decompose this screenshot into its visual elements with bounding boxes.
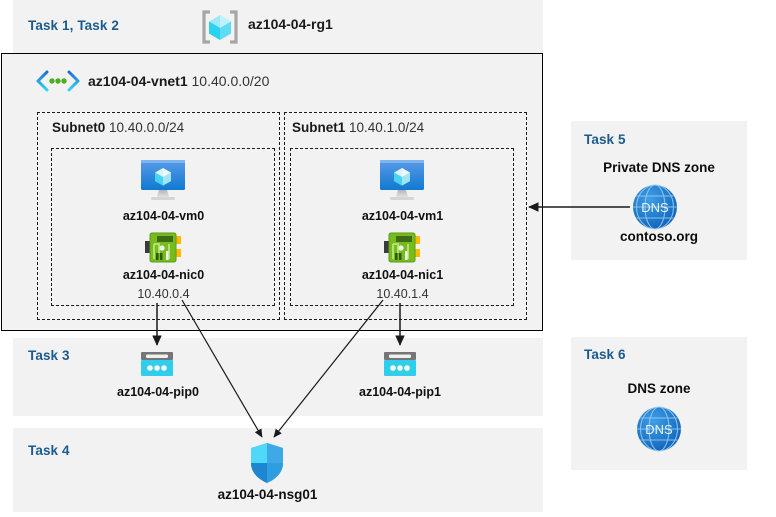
public-ip-address-icon [139, 350, 175, 380]
resource-group-name: az104-04-rg1 [248, 16, 333, 32]
virtual-network-icon [35, 69, 81, 93]
task-label-rg: Task 1, Task 2 [28, 18, 119, 33]
pip1-label: az104-04-pip1 [359, 385, 441, 399]
nic0-ip: 10.40.0.4 [137, 287, 190, 301]
network-interface-icon [384, 231, 422, 265]
vnet-inner-bg [13, 55, 541, 329]
virtual-machine-icon [136, 157, 190, 203]
nsg-label: az104-04-nsg01 [217, 487, 318, 502]
virtual-machine-icon [375, 157, 429, 203]
subnet1-container [284, 112, 527, 320]
nic0-label: az104-04-nic0 [122, 268, 205, 282]
vm1-label: az104-04-vm1 [361, 209, 444, 223]
subnet0-name: Subnet0 [52, 120, 106, 135]
subnet1-name: Subnet1 [292, 120, 346, 135]
task-label-private-dns: Task 5 [584, 132, 626, 147]
subnet1-header: Subnet1 10.40.1.0/24 [292, 120, 424, 135]
resource-group-icon [199, 8, 241, 46]
subnet0-resources-container [51, 148, 275, 306]
public-dns-title: DNS zone [627, 381, 691, 396]
network-security-group-icon [249, 442, 285, 484]
subnet1-resources-container [290, 148, 514, 306]
vnet-name: az104-04-vnet1 [88, 73, 188, 89]
resource-group-name-text: az104-04-rg1 [248, 16, 333, 32]
vnet-header: az104-04-vnet1 10.40.0.0/20 [88, 73, 269, 89]
dns-zone-icon: DNS [635, 405, 683, 453]
resource-group-header-band [13, 0, 543, 53]
dns-icon-text: DNS [645, 422, 673, 437]
nic1-label: az104-04-nic1 [361, 268, 444, 282]
nic1-ip: 10.40.1.4 [376, 287, 429, 301]
network-interface-icon [145, 231, 183, 265]
subnet0-cidr: 10.40.0.0/24 [109, 120, 185, 135]
vm0-label: az104-04-vm0 [122, 209, 205, 223]
pip0-label: az104-04-pip0 [117, 385, 199, 399]
subnet1-cidr: 10.40.1.0/24 [349, 120, 425, 135]
vnet-cidr: 10.40.0.0/20 [191, 73, 270, 89]
private-dns-name: contoso.org [620, 229, 698, 244]
task-label-public-dns: Task 6 [584, 347, 626, 362]
task-label-nsg: Task 4 [28, 443, 70, 458]
private-dns-title: Private DNS zone [603, 160, 715, 175]
public-ip-address-icon [382, 350, 418, 380]
subnet0-header: Subnet0 10.40.0.0/24 [52, 120, 184, 135]
dns-icon-text: DNS [641, 200, 669, 215]
subnet0-container [37, 112, 280, 320]
dns-zone-icon: DNS [631, 183, 679, 231]
public-ip-panel [13, 338, 543, 416]
task-label-public-ip: Task 3 [28, 348, 70, 363]
